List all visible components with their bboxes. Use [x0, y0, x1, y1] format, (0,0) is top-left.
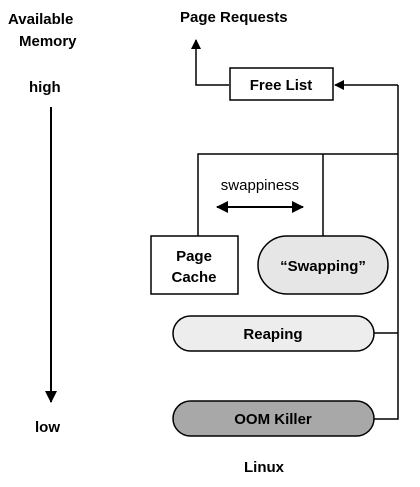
free-list-label: Free List [250, 77, 313, 94]
return-line-oom [374, 85, 399, 420]
reaping-pill [172, 315, 375, 352]
arrow-to-page-requests [191, 39, 229, 86]
oom-killer-label: OOM Killer [234, 411, 312, 428]
page-cache-label-line2: Cache [171, 269, 216, 286]
axis-high-label: high [29, 79, 61, 96]
page-requests-label: Page Requests [180, 9, 288, 26]
swapping-pill [257, 235, 389, 295]
free-list-box [229, 67, 334, 101]
bracket-top-line [197, 153, 398, 236]
axis-low-label: low [35, 419, 60, 436]
swappiness-label: swappiness [221, 177, 299, 194]
footer-label: Linux [244, 459, 285, 476]
page-cache-label-line1: Page [176, 248, 212, 265]
oom-killer-pill [172, 400, 375, 437]
axis-title-line1: Available [8, 11, 73, 28]
swapping-label: “Swapping” [280, 258, 366, 275]
reaping-label: Reaping [243, 326, 302, 343]
axis-title-line2: Memory [19, 33, 77, 50]
page-cache-box [150, 235, 239, 295]
